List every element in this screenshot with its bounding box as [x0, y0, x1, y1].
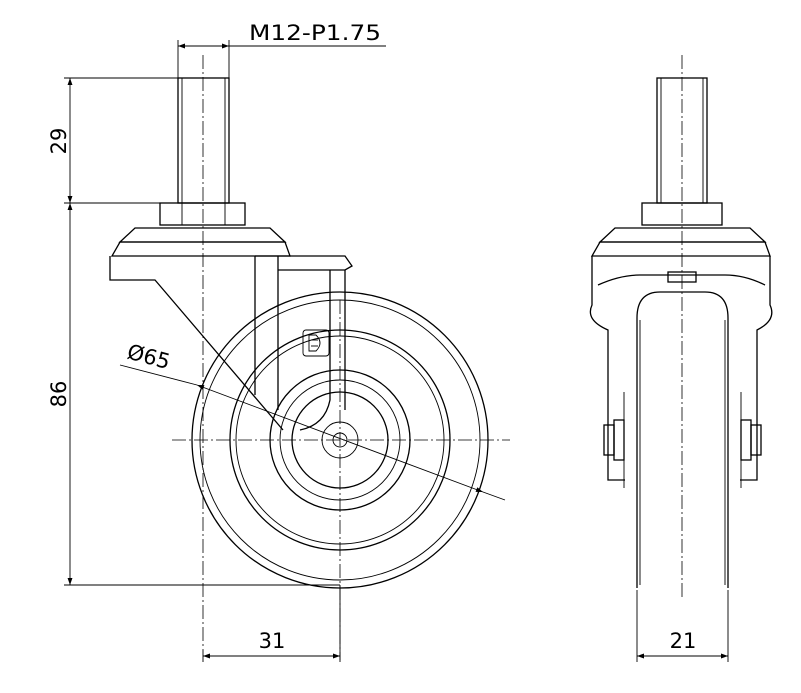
wheel-diameter-dimension: Ø65	[119, 340, 506, 501]
offset-dimension: 31	[202, 585, 341, 662]
thread-dimension: M12-P1.75	[177, 21, 386, 78]
front-wheel	[636, 291, 729, 588]
hex-nut	[159, 202, 246, 226]
wheel-diameter-label: Ø65	[125, 340, 173, 374]
d-logo-icon	[302, 329, 330, 357]
wheel-width-label: 21	[670, 629, 697, 653]
swivel-top-plate	[110, 227, 291, 257]
thread-spec-label: M12-P1.75	[249, 21, 381, 45]
threaded-stem	[177, 77, 230, 204]
front-view	[589, 55, 773, 600]
front-top-plate	[590, 227, 771, 257]
front-stem	[656, 77, 708, 204]
offset-label: 31	[259, 629, 286, 653]
front-nut	[641, 202, 723, 226]
total-height-label: 86	[47, 381, 71, 408]
wheel-width-dimension: 21	[636, 590, 729, 662]
stem-height-label: 29	[47, 128, 71, 155]
front-axle	[603, 392, 762, 488]
front-fork	[589, 256, 773, 481]
total-height-dimension: 86	[47, 203, 340, 586]
stem-height-dimension: 29	[47, 77, 178, 204]
